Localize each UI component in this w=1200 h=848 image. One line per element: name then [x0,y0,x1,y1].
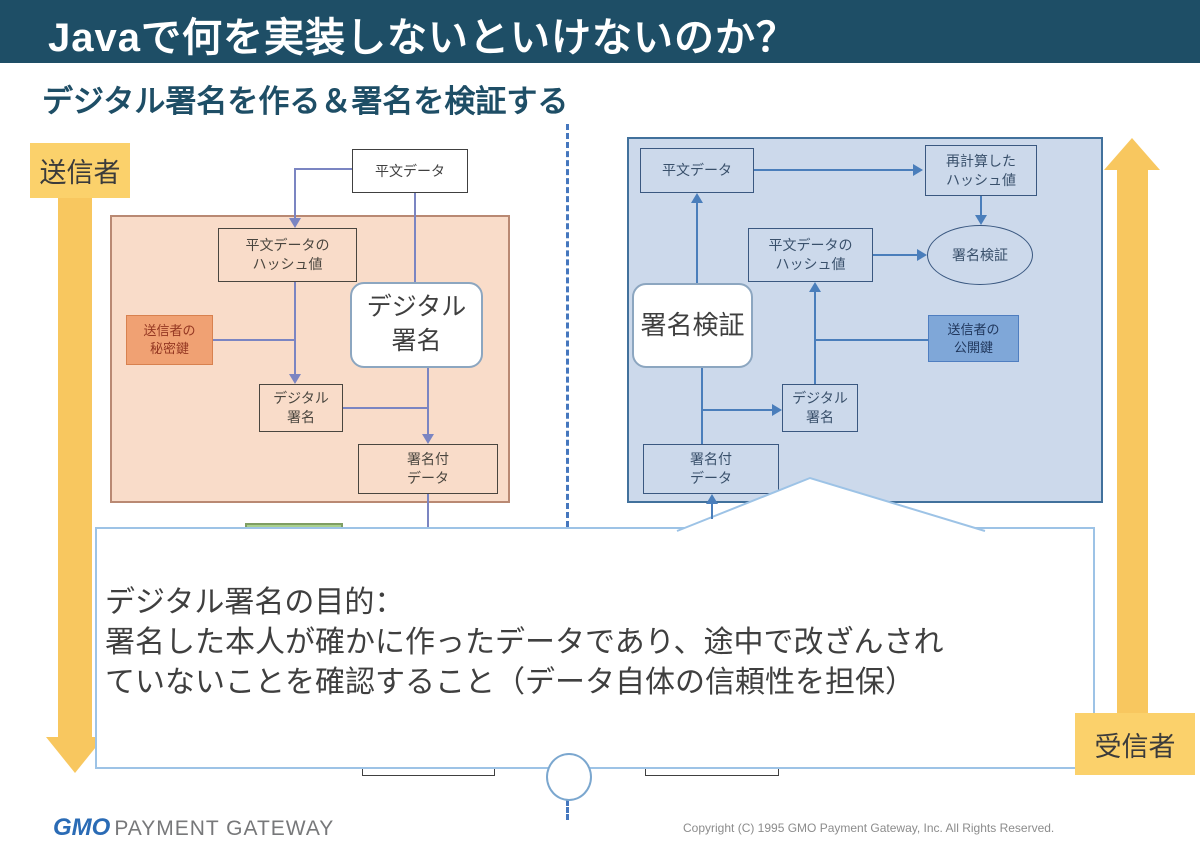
sender-signed-data-text: 署名付 データ [407,451,449,486]
connector-line [427,494,429,527]
connector-line [711,504,713,519]
connector-line [815,339,928,341]
receiver-actor-text: 受信者 [1094,731,1176,762]
gmo-logo-wordmark: PAYMENT GATEWAY [114,817,335,840]
receiver-plain-hash-box: 平文データの ハッシュ値 [748,228,873,282]
sender-down-arrow-head [46,737,104,773]
arrow-head [917,249,927,261]
purpose-callout-text: デジタル署名の目的： 署名した本人が確かに作ったデータであり、途中で改ざんされ … [105,583,944,703]
receiver-verify-process-text: 署名検証 [640,309,745,340]
connector-line [754,169,913,171]
gmo-logo: GMO PAYMENT GATEWAY [53,814,334,842]
gmo-logo-mark: GMO [53,814,111,841]
sender-actor-label: 送信者 [30,143,130,198]
sender-plain-hash-text: 平文データの ハッシュ値 [245,237,330,272]
connector-line [702,409,772,411]
connector-line [294,168,296,220]
receiver-verify-result-ellipse: 署名検証 [927,225,1033,285]
center-divider-dashed-line [566,124,569,527]
receiver-digital-signature-text: デジタル 署名 [792,390,848,425]
arrow-head [772,404,782,416]
callout-line-1: デジタル署名の目的： [105,586,405,619]
center-divider-dashed-line-bottom [566,800,569,820]
receiver-verify-process-box: 署名検証 [632,283,753,368]
connector-line [294,282,296,376]
receiver-actor-label: 受信者 [1075,713,1195,775]
connector-line [427,368,429,434]
receiver-up-arrow-head [1104,138,1160,170]
arrow-head [706,494,718,504]
receiver-signed-data-box: 署名付 データ [643,444,779,494]
receiver-recalculated-hash-box: 再計算した ハッシュ値 [925,145,1037,196]
receiver-recalculated-hash-text: 再計算した ハッシュ値 [946,152,1016,188]
sender-digital-signature-box: デジタル 署名 [259,384,343,432]
receiver-plain-data-box: 平文データ [640,148,754,193]
connector-line [980,196,982,217]
callout-tail-pointer [676,476,986,532]
receiver-public-key-text: 送信者の 公開鍵 [947,321,1000,355]
connector-line [814,292,816,384]
sender-private-key-box: 送信者の 秘密鍵 [126,315,213,365]
arrow-head [289,374,301,384]
connector-line [343,407,428,409]
purpose-callout [95,527,1095,769]
slide-subtitle: デジタル署名を作る＆署名を検証する [42,84,569,119]
title-bar: Javaで何を実装しないといけないのか？ [0,0,1200,63]
copyright-text: Copyright (C) 1995 GMO Payment Gateway, … [683,821,1055,835]
arrow-head [691,193,703,203]
connector-line [696,203,698,283]
network-ellipse [546,753,592,801]
connector-line [414,193,416,282]
sender-actor-text: 送信者 [39,158,121,188]
sender-digital-signature-process-box: デジタル 署名 [350,282,483,368]
arrow-head [289,218,301,228]
sender-private-key-text: 送信者の 秘密鍵 [143,323,196,356]
receiver-plain-data-text: 平文データ [662,162,732,179]
receiver-public-key-box: 送信者の 公開鍵 [928,315,1019,362]
arrow-head [809,282,821,292]
callout-line-3: ていないことを確認すること（データ自体の信頼性を担保） [105,666,915,699]
arrow-head [913,164,923,176]
sender-down-arrow-shaft [58,195,92,737]
sender-plain-hash-box: 平文データの ハッシュ値 [218,228,357,282]
receiver-plain-hash-text: 平文データの ハッシュ値 [768,237,853,272]
receiver-signed-data-text: 署名付 データ [690,451,732,486]
receiver-up-arrow-shaft [1117,168,1148,714]
sender-digital-signature-text: デジタル 署名 [273,390,329,425]
callout-line-2: 署名した本人が確かに作ったデータであり、途中で改ざんされ [105,626,944,659]
receiver-verify-result-text: 署名検証 [952,246,1008,263]
sender-signed-data-box: 署名付 データ [358,444,498,494]
connector-line [701,368,703,444]
arrow-head [422,434,434,444]
connector-line [213,339,294,341]
connector-line [873,254,917,256]
slide-title: Javaで何を実装しないといけないのか？ [48,16,797,60]
receiver-digital-signature-box: デジタル 署名 [782,384,858,432]
sender-digital-signature-process-text: デジタル 署名 [366,293,467,355]
connector-line [295,168,352,170]
sender-plain-data-box: 平文データ [352,149,468,193]
sender-plain-data-text: 平文データ [375,162,445,179]
arrow-head [975,215,987,225]
